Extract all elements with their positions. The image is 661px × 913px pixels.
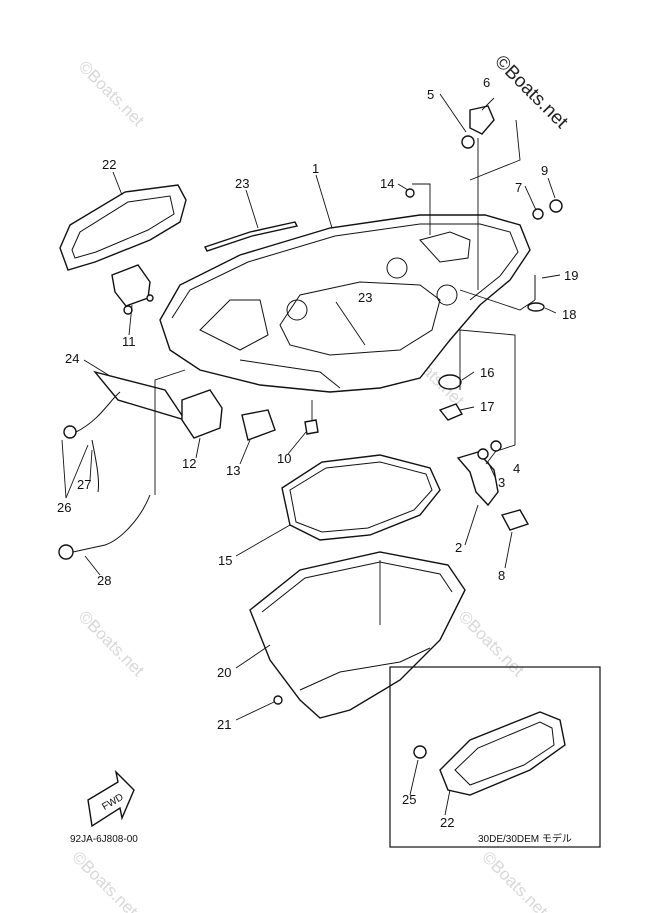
watermark-group: ©Boats.net [478, 848, 551, 913]
plate-part [93, 370, 187, 422]
callout-14: 14 [380, 176, 394, 191]
bracket-part [456, 451, 499, 507]
bolt-part [304, 419, 319, 435]
screw-part [405, 188, 415, 198]
callout-21: 21 [217, 717, 231, 732]
connector-part [58, 544, 74, 560]
callout-20: 20 [217, 665, 231, 680]
callout-19: 19 [564, 268, 578, 283]
washer-part [527, 302, 545, 312]
washer-part [477, 448, 489, 460]
side-cover-part [59, 184, 187, 271]
grommet-part [438, 374, 462, 390]
wire-part [72, 494, 151, 553]
callout-28: 28 [97, 573, 111, 588]
callout-17: 17 [480, 399, 494, 414]
callout-8: 8 [498, 568, 505, 583]
callout-22-inset: 22 [440, 815, 454, 830]
nut-part [532, 208, 544, 220]
nut-part [490, 440, 502, 452]
watermark-group: ©Boats.net [75, 607, 148, 680]
watermark: ©Boats.net [490, 51, 572, 133]
callout-2: 2 [455, 540, 462, 555]
callout-13: 13 [226, 463, 240, 478]
watermark: ©Boats.net [455, 607, 528, 680]
switch-part [63, 425, 77, 439]
diagram-code: 92JA-6J808-00 [70, 834, 138, 845]
callout-6: 6 [483, 75, 490, 90]
callout-4: 4 [513, 461, 520, 476]
plug-part [438, 403, 464, 421]
fwd-arrow-icon: FWD [87, 769, 135, 828]
watermark: ©Boats.net [68, 848, 141, 913]
callout-26: 26 [57, 500, 71, 515]
gasket-part [281, 454, 441, 541]
watermark-group: ©Boats.net [490, 51, 572, 133]
callout-12: 12 [182, 456, 196, 471]
bottom-cowling-part [159, 214, 531, 393]
switch-part [181, 389, 223, 439]
callout-3: 3 [498, 475, 505, 490]
pad-part [241, 409, 276, 441]
lanyard-part [91, 439, 99, 493]
callout-15: 15 [218, 553, 232, 568]
callout-11: 11 [122, 334, 136, 349]
watermark-group: ©Boats.net [455, 607, 528, 680]
callout-25: 25 [402, 792, 416, 807]
watermark: ©Boats.net [75, 57, 148, 130]
callout-10: 10 [277, 451, 291, 466]
watermark-group: ©Boats.net [75, 57, 148, 130]
cap-part [500, 509, 530, 531]
inset-caption: 30DE/30DEM モデル [478, 832, 572, 845]
callout-9: 9 [541, 163, 548, 178]
callout-5: 5 [427, 87, 434, 102]
callout-16: 16 [480, 365, 494, 380]
lower-cover-part [249, 551, 466, 719]
inset-box [389, 666, 601, 848]
wire-part [75, 391, 121, 433]
watermark: ©Boats.net [478, 848, 551, 913]
callout-22: 22 [102, 157, 116, 172]
callout-18: 18 [562, 307, 576, 322]
bracket-part [111, 264, 154, 315]
leader-lines [61, 93, 561, 816]
watermark: ©Boats.net [75, 607, 148, 680]
callout-23-inner: 23 [358, 290, 372, 305]
callout-24: 24 [65, 351, 79, 366]
seal-strip-part [204, 221, 299, 252]
screw-part [273, 695, 283, 705]
callout-1: 1 [312, 161, 319, 176]
callout-23: 23 [235, 176, 249, 191]
callout-7: 7 [515, 180, 522, 195]
nut-part [549, 199, 563, 213]
watermark-group: ©Boats.net [68, 848, 141, 913]
callout-labels: 1 2 3 4 5 6 7 8 9 10 11 12 13 14 15 16 1… [57, 75, 578, 830]
callout-27: 27 [77, 477, 91, 492]
